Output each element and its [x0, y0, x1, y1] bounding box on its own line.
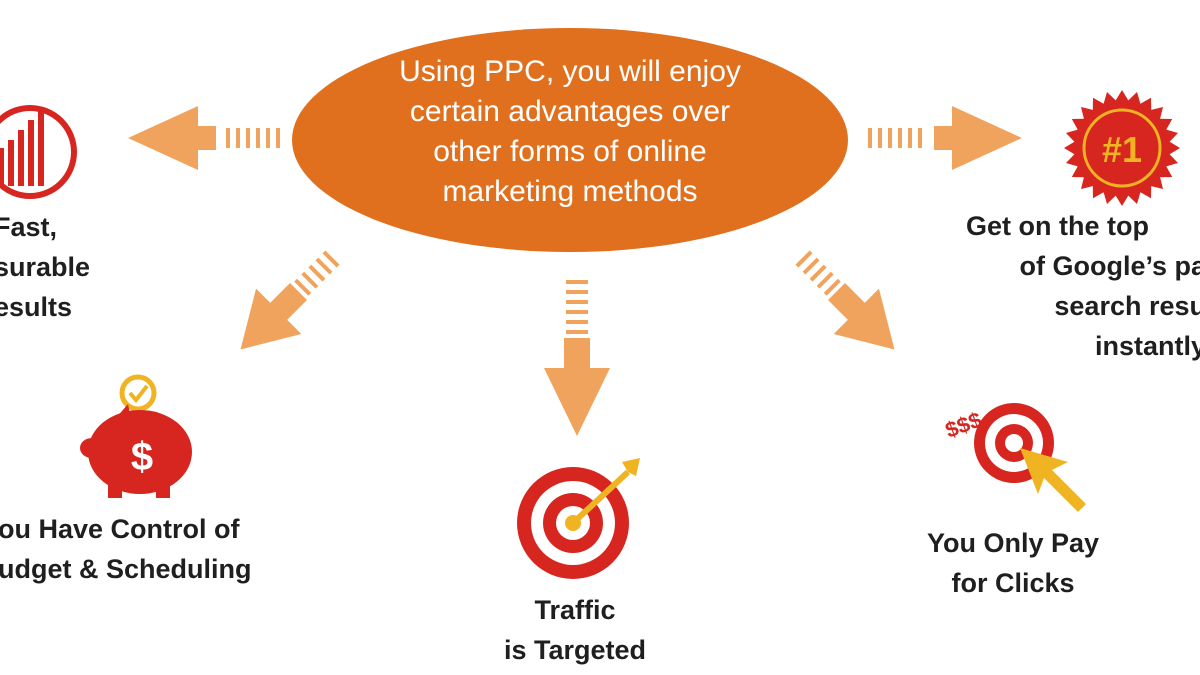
target-dart-icon — [517, 458, 640, 579]
piggy-bank-icon: $ — [80, 374, 192, 498]
pay-for-clicks-line: for Clicks — [951, 568, 1075, 598]
traffic-targeted-line: is Targeted — [503, 635, 647, 665]
center-ellipse — [292, 28, 848, 252]
number-one-badge-icon: #1 — [1064, 90, 1180, 206]
bar-chart-icon — [0, 105, 77, 199]
arrow-down — [544, 280, 610, 436]
arrow-down-right — [795, 250, 895, 350]
center-statement: Using PPC, you will enjoy certain advant… — [330, 52, 810, 212]
google-top-label: Get on the top of Google’s pa search res… — [966, 206, 1200, 366]
pay-for-clicks-line: You Only Pay — [926, 528, 1100, 558]
badge-number-text: #1 — [1102, 129, 1142, 170]
google-top-line: search resu — [1054, 291, 1200, 321]
piggy-dollar-text: $ — [131, 435, 153, 479]
traffic-targeted-line: Traffic — [534, 595, 616, 625]
traffic-targeted-label: Traffic is Targeted — [470, 590, 680, 670]
budget-control-line: ou Have Control of — [0, 514, 240, 544]
arrow-down-left — [240, 250, 340, 350]
center-line: Using PPC, you will enjoy — [399, 55, 741, 88]
arrow-left — [128, 106, 280, 170]
google-top-line: of Google’s pa — [1019, 251, 1200, 281]
fast-results-line: surable — [0, 252, 91, 282]
google-top-line: Get on the top — [966, 211, 1149, 241]
pay-for-clicks-label: You Only Pay for Clicks — [900, 523, 1126, 603]
budget-control-line: udget & Scheduling — [0, 554, 252, 584]
center-line: certain advantages over — [409, 95, 731, 128]
center-line: other forms of online — [433, 135, 707, 168]
fast-results-line: Fast, — [0, 212, 58, 242]
target-click-icon: $$$ — [942, 403, 1086, 512]
google-top-line: instantly — [1094, 331, 1200, 361]
fast-results-line: esults — [0, 292, 73, 322]
budget-control-label: ou Have Control of udget & Scheduling — [0, 509, 252, 589]
center-line: marketing methods — [442, 175, 698, 208]
arrow-right — [868, 106, 1022, 170]
fast-results-label: Fast, surable esults — [0, 207, 116, 327]
